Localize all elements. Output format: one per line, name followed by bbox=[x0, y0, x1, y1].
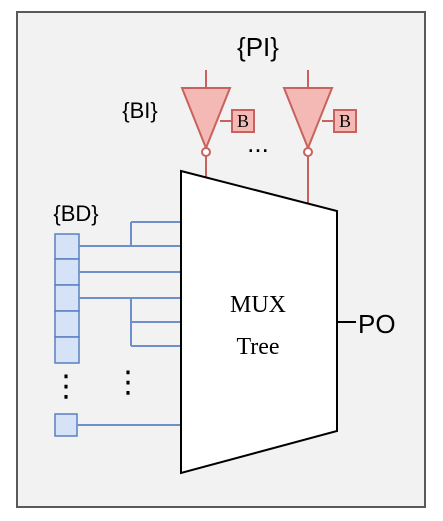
mux-label-line1: MUX bbox=[230, 292, 286, 318]
pi-label: {PI} bbox=[237, 32, 279, 62]
register-ellipsis: ⋮ bbox=[51, 370, 81, 403]
buffer-ellipsis: ... bbox=[247, 128, 269, 158]
mux-label-line2: Tree bbox=[236, 334, 279, 360]
buffer-badge-1 bbox=[231, 109, 255, 133]
buffer-badge-1-label: B bbox=[237, 111, 249, 131]
buffer-badge-2-label: B bbox=[339, 111, 351, 131]
bi-label: {BI} bbox=[122, 98, 157, 123]
register-cell-last bbox=[54, 413, 78, 437]
bd-label: {BD} bbox=[53, 201, 98, 226]
wire-ellipsis: ⋮ bbox=[113, 366, 143, 399]
buffer-gate-2: B bbox=[282, 70, 357, 209]
buffer-gate-1: B bbox=[180, 70, 255, 180]
po-label: PO bbox=[358, 309, 396, 339]
register-column bbox=[54, 233, 80, 364]
buffer-badge-2 bbox=[333, 109, 357, 133]
register-wires bbox=[77, 221, 181, 426]
mux-tree-block bbox=[180, 169, 338, 475]
